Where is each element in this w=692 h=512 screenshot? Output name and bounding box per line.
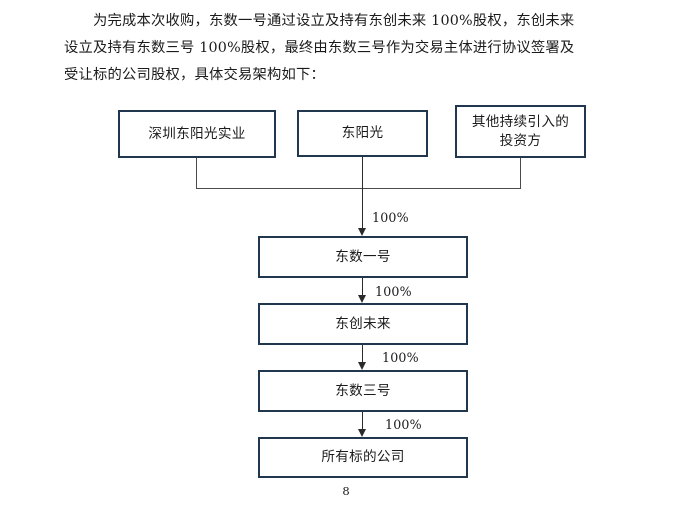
- node-label: 东阳光: [341, 125, 384, 141]
- node-label: 深圳东阳光实业: [148, 125, 246, 142]
- connector-bus-horizontal: [196, 188, 521, 189]
- body-paragraph: 为完成本次收购，东数一号通过设立及持有东创未来 100%股权，东创未来 设立及持…: [64, 8, 626, 89]
- paragraph-line-1: 为完成本次收购，东数一号通过设立及持有东创未来 100%股权，东创未来: [93, 13, 575, 29]
- edge-label-to-target: 100%: [385, 417, 422, 432]
- arrow-head-to-dongchuang: [358, 295, 366, 303]
- node-other-investors[interactable]: 其他持续引入的 投资方: [455, 105, 586, 158]
- arrow-head-to-dongshu-3: [358, 362, 366, 370]
- arrow-head-to-target: [358, 429, 366, 437]
- arrow-head-to-dongshu-1: [358, 228, 366, 236]
- connector-dongshu1-to-dongchuang: [362, 278, 363, 296]
- node-label-line2: 投资方: [499, 132, 542, 149]
- connector-dongchuang-to-dongshu3: [362, 345, 363, 363]
- edge-label-to-dongshu-1: 100%: [372, 210, 409, 225]
- edge-label-to-dongchuang: 100%: [375, 284, 412, 299]
- node-label: 东数三号: [335, 382, 391, 399]
- connector-dongyangguang-drop: [362, 157, 363, 229]
- node-all-target-companies[interactable]: 所有标的公司: [258, 437, 468, 478]
- node-label: 东数一号: [335, 248, 391, 265]
- node-label: 东创未来: [335, 315, 391, 332]
- paragraph-line-2: 设立及持有东数三号 100%股权，最终由东数三号作为交易主体进行协议签署及: [64, 40, 575, 56]
- connector-dongshu3-to-target: [362, 412, 363, 430]
- connector-other-investors-drop: [520, 158, 521, 188]
- node-dongyangguang[interactable]: 东阳光: [297, 110, 428, 157]
- paragraph-line-3: 受让标的公司股权，具体交易架构如下：: [64, 67, 325, 83]
- node-label: 所有标的公司: [321, 449, 405, 465]
- connector-shenzhen-drop: [196, 158, 197, 188]
- edge-label-to-dongshu-3: 100%: [382, 350, 419, 365]
- page-number: 8: [342, 484, 350, 498]
- node-shenzhen-dongyangguang-industry[interactable]: 深圳东阳光实业: [118, 110, 276, 158]
- node-dongshu-sanhao[interactable]: 东数三号: [258, 370, 468, 412]
- node-label-line1: 其他持续引入的: [471, 113, 570, 130]
- node-dongchuang-weilai[interactable]: 东创未来: [258, 303, 468, 345]
- node-dongshu-yihao[interactable]: 东数一号: [258, 236, 468, 278]
